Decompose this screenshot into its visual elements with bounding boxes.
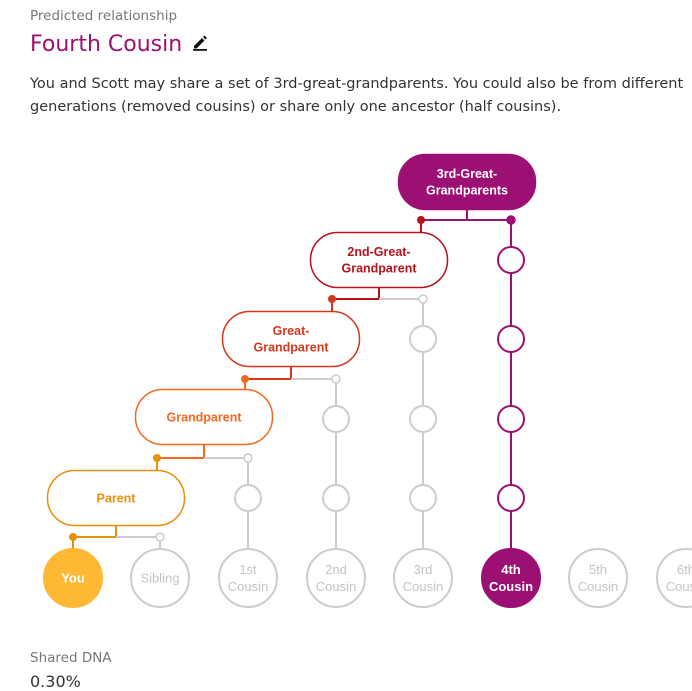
generation-node xyxy=(497,246,525,274)
relative-label: Cousin xyxy=(489,579,533,594)
relative-node-2nd-cousin[interactable] xyxy=(306,548,366,608)
connector-dot xyxy=(243,453,253,463)
connector-dot xyxy=(241,375,249,383)
ancestor-node-parent[interactable] xyxy=(46,469,186,527)
ancestor-label: 3rd-Great- xyxy=(437,167,497,181)
relative-label: You xyxy=(61,571,85,586)
relative-label: 6th xyxy=(677,562,692,577)
relative-node-4th-cousin[interactable] xyxy=(481,548,541,608)
connector-dot xyxy=(153,454,161,462)
relative-label: Cousin xyxy=(666,579,692,594)
generation-node xyxy=(497,325,525,353)
ancestor-label: Grandparent xyxy=(166,410,242,424)
relative-label: Cousin xyxy=(228,579,268,594)
relative-node-5th-cousin[interactable] xyxy=(568,548,628,608)
relative-label: 1st xyxy=(239,562,257,577)
shared-dna-label: Shared DNA xyxy=(30,650,112,666)
relative-label: 2nd xyxy=(325,562,347,577)
relative-node-3rd-cousin[interactable] xyxy=(393,548,453,608)
connector-dot xyxy=(418,294,428,304)
connector-dot xyxy=(155,532,165,542)
relative-label: 4th xyxy=(501,562,521,577)
generation-node xyxy=(409,325,437,353)
relationship-title: Fourth Cousin xyxy=(30,32,210,57)
ancestor-node-3rd-great-grandparents[interactable] xyxy=(397,153,537,211)
relative-node-1st-cousin[interactable] xyxy=(218,548,278,608)
connector-dot xyxy=(506,215,516,225)
relationship-name: Fourth Cousin xyxy=(30,32,183,57)
ancestor-label: Grandparent xyxy=(253,341,329,355)
ancestor-label: Parent xyxy=(97,491,137,505)
ancestor-label: 2nd-Great- xyxy=(347,245,410,259)
relative-label: Sibling xyxy=(140,571,179,586)
generation-node xyxy=(409,405,437,433)
generation-node xyxy=(409,484,437,512)
generation-node xyxy=(497,405,525,433)
generation-node xyxy=(497,484,525,512)
generation-node xyxy=(234,484,262,512)
ancestor-node-great-grandparent[interactable] xyxy=(221,310,361,368)
relative-node-sibling[interactable] xyxy=(130,548,190,608)
relationship-description: You and Scott may share a set of 3rd-gre… xyxy=(30,76,684,115)
relationship-tree-diagram: ParentGrandparentGreat-Grandparent2nd-Gr… xyxy=(43,153,692,608)
connector-dot xyxy=(328,295,336,303)
ancestor-node-2nd-great-grandparent[interactable] xyxy=(309,231,449,289)
relative-node-you[interactable] xyxy=(43,548,103,608)
relative-label: Cousin xyxy=(316,579,356,594)
connector-dot xyxy=(331,374,341,384)
shared-dna-value: 0.30% xyxy=(30,672,81,691)
relative-label: 5th xyxy=(589,562,607,577)
relative-label: Cousin xyxy=(403,579,443,594)
connector-dot xyxy=(417,216,425,224)
ancestor-label: Grandparent xyxy=(341,262,417,276)
pencil-icon[interactable] xyxy=(192,32,210,57)
relative-label: Cousin xyxy=(578,579,618,594)
generation-node xyxy=(322,484,350,512)
ancestor-label: Grandparents xyxy=(426,184,508,198)
relative-label: 3rd xyxy=(414,562,433,577)
generation-node xyxy=(322,405,350,433)
relative-node-6th-cousin[interactable] xyxy=(656,548,692,608)
ancestor-node-grandparent[interactable] xyxy=(134,388,274,446)
connector-dot xyxy=(69,533,77,541)
ancestor-label: Great- xyxy=(273,324,310,338)
predicted-relationship-label: Predicted relationship xyxy=(30,8,178,24)
